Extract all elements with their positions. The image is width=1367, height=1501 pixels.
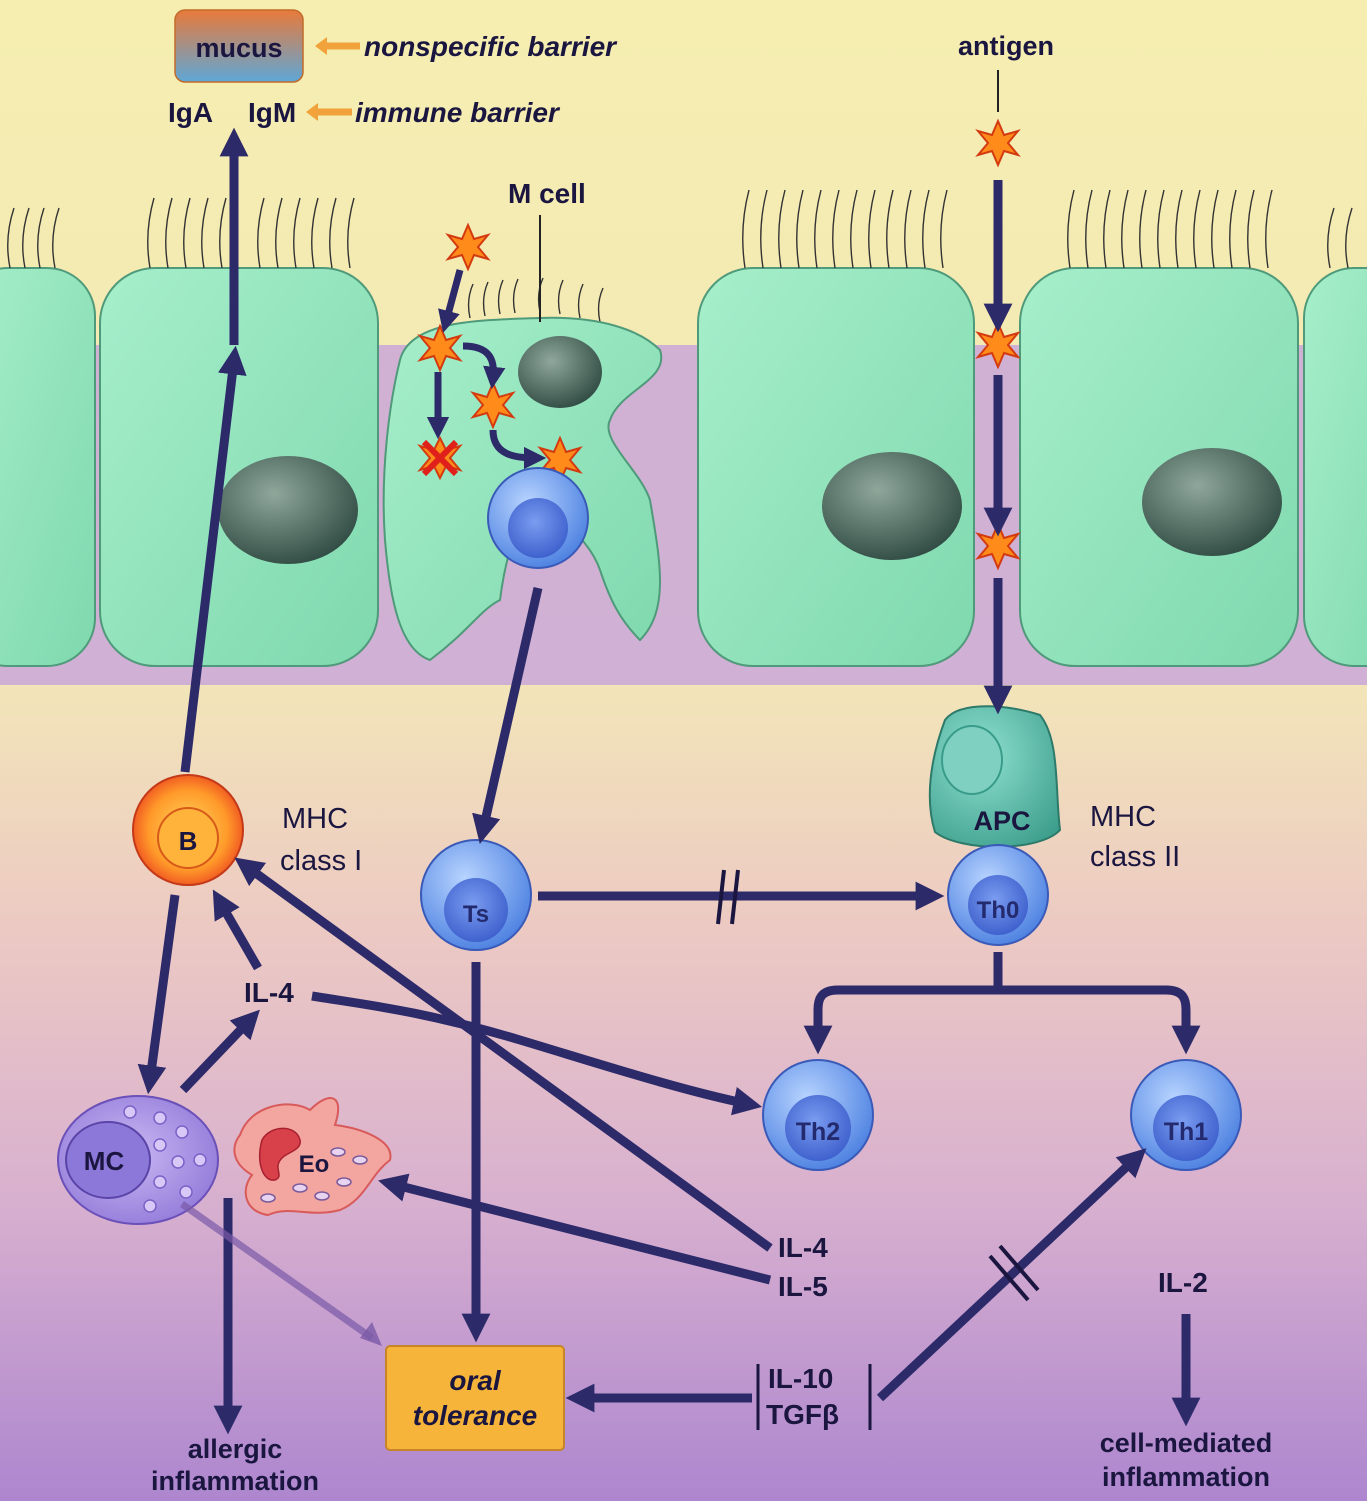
- arrow-b-to-mc: [137, 894, 180, 1095]
- flow-arrows: [137, 127, 1201, 1435]
- eosinophil: Eo: [233, 1097, 392, 1217]
- oral-tolerance-line1: oral: [449, 1365, 502, 1396]
- block-mark-icon: [730, 869, 740, 925]
- nucleus-icon: [822, 452, 962, 560]
- oral-tolerance-line2: tolerance: [413, 1400, 538, 1431]
- nucleus-icon: [218, 456, 358, 564]
- nucleus-icon: [1142, 448, 1282, 556]
- mucus-box: mucus: [174, 9, 304, 83]
- arrowhead-icon: [360, 1322, 382, 1346]
- epithelium: [0, 189, 1367, 667]
- antigen-stars: [417, 118, 1021, 571]
- antigen-icon: [417, 323, 463, 373]
- b-cell: B: [132, 774, 244, 886]
- apc-label: APC: [973, 806, 1030, 836]
- arrow-m4: [489, 429, 547, 470]
- th2-cell: Th2: [762, 1059, 874, 1171]
- epithelial-cell-2: [99, 267, 379, 667]
- blocked-x-icon: [421, 439, 459, 477]
- mhc-class-i-line2: class I: [280, 845, 362, 877]
- oral-tolerance-box: oral tolerance: [385, 1345, 565, 1451]
- arrow-il5-to-eo: [378, 1173, 772, 1285]
- ts-cell-label: Ts: [463, 901, 489, 928]
- il4-left-label: IL-4: [244, 977, 294, 1008]
- arrow-th0-to-th2: [803, 952, 1003, 1055]
- mucus-label: mucus: [195, 33, 282, 63]
- microvilli: [7, 189, 1353, 323]
- granule-icons: [260, 1147, 368, 1203]
- nonspecific-barrier-label: nonspecific barrier: [364, 31, 618, 62]
- tgfb-label: TGFβ: [766, 1399, 839, 1430]
- th1-cell-label: Th1: [1164, 1118, 1209, 1146]
- b-cell-label: B: [179, 826, 198, 856]
- epithelial-cell-3: [697, 267, 975, 667]
- arrow-mc-to-tolerance-faint: [179, 1201, 375, 1341]
- apc: APC: [928, 705, 1062, 848]
- antigen-icon: [975, 521, 1021, 571]
- mast-cell-label: MC: [84, 1146, 125, 1176]
- arrow-il4-to-th2: [311, 991, 763, 1116]
- arrow-il4right-to-b: [234, 857, 773, 1252]
- allergic-inflammation-line2: inflammation: [151, 1466, 319, 1496]
- block-mark-icon: [988, 1254, 1030, 1302]
- epithelial-cell-5: [1303, 267, 1367, 667]
- mast-cell: MC: [57, 1095, 219, 1225]
- ts-cell: Ts: [420, 839, 532, 951]
- il10-label: IL-10: [768, 1363, 833, 1394]
- arrowhead-icon: [306, 103, 318, 121]
- il5-label: IL-5: [778, 1271, 828, 1302]
- allergic-inflammation-line1: allergic: [188, 1434, 283, 1464]
- block-mark-icon: [998, 1244, 1040, 1292]
- mhc-class-ii-line1: MHC: [1090, 801, 1156, 833]
- iga-label: IgA: [168, 97, 213, 128]
- arrow-mc-to-il4: [179, 1009, 260, 1094]
- nucleus-icon: [518, 336, 602, 408]
- dendritic-t-cell: [487, 467, 589, 569]
- mhc-class-ii-line2: class II: [1090, 841, 1180, 873]
- th0-cell: Th0: [947, 844, 1049, 946]
- arrow-th0-to-th1: [998, 985, 1201, 1055]
- arrow-to-ts: [472, 587, 543, 845]
- igm-label: IgM: [248, 97, 296, 128]
- th2-cell-label: Th2: [796, 1118, 840, 1146]
- block-mark-icon: [716, 869, 726, 925]
- m-cell-label: M cell: [508, 178, 586, 209]
- il4-right-label: IL-4: [778, 1232, 828, 1263]
- arrow-il4-to-b: [212, 889, 262, 971]
- antigen-icon: [975, 320, 1021, 370]
- cell-mediated-inflammation-line1: cell-mediated: [1100, 1428, 1273, 1458]
- cell-mediated-inflammation-line2: inflammation: [1102, 1462, 1270, 1492]
- il2-label: IL-2: [1158, 1267, 1208, 1298]
- th1-cell: Th1: [1130, 1059, 1242, 1171]
- arrow-m1: [438, 269, 464, 333]
- epithelial-cell-1: [0, 267, 96, 667]
- antigen-icon: [445, 222, 491, 272]
- eosinophil-label: Eo: [299, 1151, 330, 1178]
- antigen-label: antigen: [958, 31, 1054, 61]
- granule-icons: [123, 1105, 207, 1213]
- immune-barrier-label: immune barrier: [355, 97, 561, 128]
- arrowhead-icon: [315, 37, 327, 55]
- antigen-icon: [470, 380, 516, 430]
- th0-cell-label: Th0: [977, 897, 1020, 924]
- arrow-m3: [462, 342, 506, 390]
- antigen-icon: [975, 118, 1021, 168]
- arrow-b-to-ig: [180, 345, 247, 773]
- mhc-class-i-line1: MHC: [282, 803, 348, 835]
